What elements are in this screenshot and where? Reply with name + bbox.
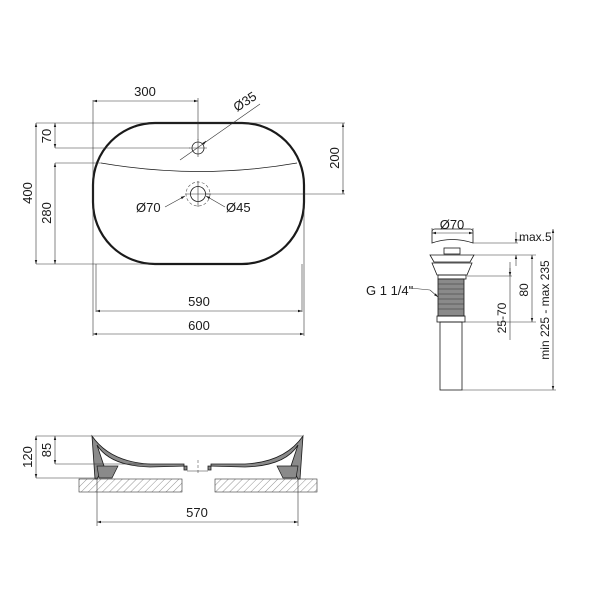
section-view: 120 85 570 (20, 434, 318, 526)
basin-section-right (207, 434, 304, 480)
dim-cap-lift: max.5 (519, 230, 552, 244)
countertop-left (78, 478, 183, 493)
dim-counter-thickness: 25-70 (495, 302, 509, 333)
countertop-right (214, 478, 318, 493)
drain-view: Ø70 max.5 G 1 1/4" 80 25-70 min 225 - ma… (366, 217, 556, 391)
dim-70-top: 70 (39, 129, 54, 143)
dim-570: 570 (186, 505, 208, 520)
top-view: 300 Ø35 70 400 280 200 Ø70 Ø45 590 600 (20, 84, 345, 336)
dim-300: 300 (134, 84, 156, 99)
shelf-curve (100, 162, 298, 172)
dim-total-length: min 225 - max 235 (538, 260, 552, 360)
dim-400: 400 (20, 182, 35, 204)
basin-outline (91, 121, 306, 266)
dim-590: 590 (188, 294, 210, 309)
dim-tap-diameter: Ø35 (230, 89, 259, 115)
dim-200: 200 (327, 147, 342, 169)
dim-280: 280 (39, 202, 54, 224)
dim-drain-inner-diameter: Ø45 (226, 200, 251, 215)
drain-tailpipe (439, 321, 463, 391)
basin-section-left (91, 434, 188, 480)
drain-flange (429, 254, 475, 263)
dim-120: 120 (20, 446, 35, 468)
dim-80: 80 (517, 283, 531, 297)
dim-thread: G 1 1/4" (366, 283, 414, 298)
drain-cap (431, 228, 474, 244)
dim-cap-diameter: Ø70 (440, 217, 465, 232)
drain-thread (437, 278, 465, 317)
dim-85: 85 (39, 443, 54, 457)
dim-600: 600 (188, 318, 210, 333)
dim-drain-outer-diameter: Ø70 (136, 200, 161, 215)
